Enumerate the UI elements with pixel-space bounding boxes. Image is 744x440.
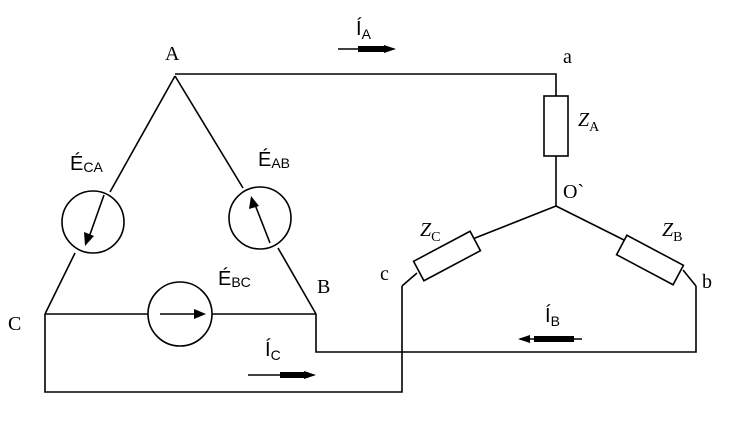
current-label-ib: ÍB [545,304,560,329]
arrow-ib [518,335,582,343]
line-wires [44,73,697,393]
node-label-load-c: c [380,263,389,285]
impedance-label-zc: ZC [420,219,440,245]
wire-line-c [44,286,403,393]
wire-a-eca [109,75,176,193]
source-label-ebc: ÉBC [218,267,251,290]
impedance-zb [615,234,685,286]
wire-o-zb [555,205,629,243]
node-label-load-a: a [563,46,572,68]
node-label-a: A [165,43,180,65]
wire-zb-b [682,269,697,287]
arrow-ic [248,371,316,379]
wire-line-b [315,286,697,353]
wire-eab-b [277,247,317,315]
source-eca [61,190,125,254]
delta-wires [44,75,317,315]
source-eab [228,186,292,250]
arrow-ia [338,45,396,53]
node-label-load-b: b [702,271,712,293]
impedance-label-zb: ZB [662,219,682,245]
impedance-zc [412,230,482,282]
wire-line-a [175,73,557,96]
impedance-za [543,95,569,157]
node-label-b: B [317,276,330,298]
source-label-eab: ÉAB [258,148,290,171]
current-label-ic: ÍC [265,338,281,363]
wire-zc-c [401,272,418,287]
wire-a-eab [174,75,244,189]
wire-eca-c [44,252,76,315]
source-ebc [147,281,213,347]
node-label-c: C [8,313,21,335]
wire-o-zc [469,205,557,241]
impedance-label-za: ZA [578,109,600,135]
current-label-ia: ÍA [356,17,372,42]
source-label-eca: ÉCA [70,152,103,175]
node-label-neutral: O` [563,181,584,203]
